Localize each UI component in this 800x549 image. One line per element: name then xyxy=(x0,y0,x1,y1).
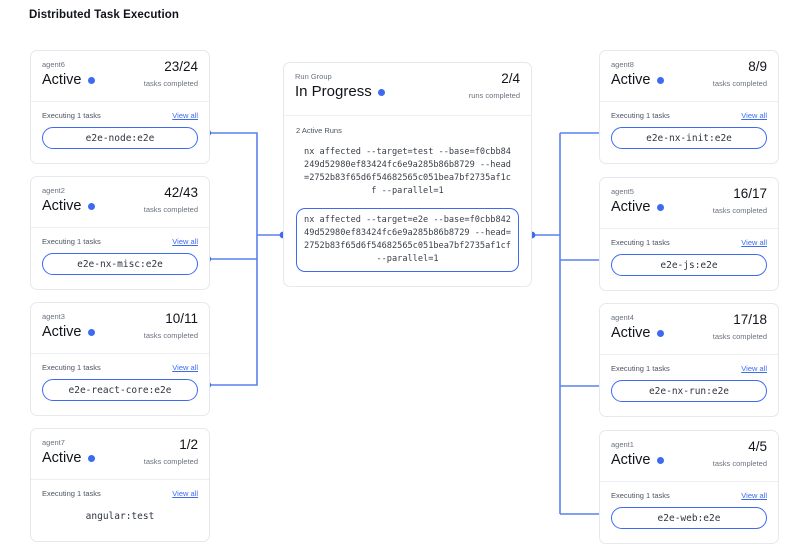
agent-card-agent6[interactable]: agent6 Active 23/24 tasks completed Exec… xyxy=(30,50,210,164)
agent-state: Active xyxy=(611,71,651,89)
executing-label: Executing 1 tasks xyxy=(611,238,670,247)
agent-card-header: agent2 Active 42/43 tasks completed xyxy=(31,177,209,228)
executing-label: Executing 1 tasks xyxy=(42,363,101,372)
agent-state: Active xyxy=(611,451,651,469)
agent-card-header: agent7 Active 1/2 tasks completed xyxy=(31,429,209,480)
agent-card-body: Executing 1 tasks View all e2e-node:e2e xyxy=(31,102,209,162)
executing-label: Executing 1 tasks xyxy=(611,364,670,373)
agent-task-count: 10/11 xyxy=(165,311,198,326)
run-command[interactable]: nx affected --target=test --base=f0cbb84… xyxy=(296,143,519,201)
agent-task-count: 42/43 xyxy=(164,185,198,200)
agent-card-agent7[interactable]: agent7 Active 1/2 tasks completed Execut… xyxy=(30,428,210,542)
agent-task-count: 4/5 xyxy=(748,439,767,454)
agent-card-body: Executing 1 tasks View all e2e-nx-run:e2… xyxy=(600,355,778,415)
agent-card-header: agent1 Active 4/5 tasks completed xyxy=(600,431,778,482)
agent-task-count: 16/17 xyxy=(733,186,767,201)
executing-label: Executing 1 tasks xyxy=(42,111,101,120)
run-group-body: 2 Active Runs nx affected --target=test … xyxy=(284,116,531,286)
view-all-link[interactable]: View all xyxy=(741,364,767,373)
view-all-link[interactable]: View all xyxy=(741,238,767,247)
agent-task-count: 23/24 xyxy=(164,59,198,74)
agent-state: Active xyxy=(611,324,651,342)
run-group-state: In Progress xyxy=(295,83,372,101)
run-group-card[interactable]: Run Group In Progress 2/4 runs completed… xyxy=(283,62,532,287)
agent-state: Active xyxy=(611,198,651,216)
agent-state: Active xyxy=(42,449,82,467)
task-chip[interactable]: e2e-react-core:e2e xyxy=(42,379,198,401)
run-group-count-label: runs completed xyxy=(469,91,520,100)
agent-card-agent1[interactable]: agent1 Active 4/5 tasks completed Execut… xyxy=(599,430,779,544)
agent-task-count-label: tasks completed xyxy=(713,206,767,215)
status-dot-icon xyxy=(657,330,664,337)
active-runs-label: 2 Active Runs xyxy=(296,126,519,135)
agent-task-count-label: tasks completed xyxy=(713,79,767,88)
status-dot-icon xyxy=(88,203,95,210)
run-command-active[interactable]: nx affected --target=e2e --base=f0cbb842… xyxy=(296,208,519,272)
agent-card-header: agent4 Active 17/18 tasks completed xyxy=(600,304,778,355)
task-chip[interactable]: e2e-js:e2e xyxy=(611,254,767,276)
view-all-link[interactable]: View all xyxy=(741,491,767,500)
run-group-kicker: Run Group xyxy=(295,72,520,82)
status-dot-icon xyxy=(657,77,664,84)
task-chip[interactable]: e2e-web:e2e xyxy=(611,507,767,529)
agent-card-agent8[interactable]: agent8 Active 8/9 tasks completed Execut… xyxy=(599,50,779,164)
agent-card-header: agent5 Active 16/17 tasks completed xyxy=(600,178,778,229)
agent-task-count-label: tasks completed xyxy=(144,331,198,340)
agent-name: agent8 xyxy=(611,60,767,70)
agent-card-body: Executing 1 tasks View all angular:test xyxy=(31,480,209,540)
agent-task-count-label: tasks completed xyxy=(713,459,767,468)
agent-card-header: agent8 Active 8/9 tasks completed xyxy=(600,51,778,102)
task-chip[interactable]: e2e-nx-init:e2e xyxy=(611,127,767,149)
agent-card-header: agent3 Active 10/11 tasks completed xyxy=(31,303,209,354)
connector-left-bus xyxy=(208,133,257,385)
agent-task-count-label: tasks completed xyxy=(144,205,198,214)
view-all-link[interactable]: View all xyxy=(172,489,198,498)
agent-name: agent7 xyxy=(42,438,198,448)
run-group-count: 2/4 xyxy=(501,71,520,86)
executing-label: Executing 1 tasks xyxy=(611,111,670,120)
agent-task-count: 8/9 xyxy=(748,59,767,74)
task-chip[interactable]: e2e-node:e2e xyxy=(42,127,198,149)
status-dot-icon xyxy=(378,89,385,96)
agent-task-count: 1/2 xyxy=(179,437,198,452)
status-dot-icon xyxy=(88,455,95,462)
task-chip[interactable]: angular:test xyxy=(42,505,198,527)
agent-task-count: 17/18 xyxy=(733,312,767,327)
view-all-link[interactable]: View all xyxy=(172,237,198,246)
agent-card-agent4[interactable]: agent4 Active 17/18 tasks completed Exec… xyxy=(599,303,779,417)
task-chip[interactable]: e2e-nx-run:e2e xyxy=(611,380,767,402)
status-dot-icon xyxy=(657,457,664,464)
run-group-header: Run Group In Progress 2/4 runs completed xyxy=(284,63,531,116)
status-dot-icon xyxy=(88,77,95,84)
executing-label: Executing 1 tasks xyxy=(611,491,670,500)
agent-card-body: Executing 1 tasks View all e2e-nx-init:e… xyxy=(600,102,778,162)
executing-label: Executing 1 tasks xyxy=(42,489,101,498)
status-dot-icon xyxy=(657,204,664,211)
view-all-link[interactable]: View all xyxy=(172,111,198,120)
executing-label: Executing 1 tasks xyxy=(42,237,101,246)
agent-task-count-label: tasks completed xyxy=(144,457,198,466)
agent-card-header: agent6 Active 23/24 tasks completed xyxy=(31,51,209,102)
agent-state: Active xyxy=(42,71,82,89)
page-title: Distributed Task Execution xyxy=(29,9,179,21)
agent-name: agent1 xyxy=(611,440,767,450)
agent-task-count-label: tasks completed xyxy=(713,332,767,341)
agent-state: Active xyxy=(42,323,82,341)
agent-task-count-label: tasks completed xyxy=(144,79,198,88)
view-all-link[interactable]: View all xyxy=(741,111,767,120)
task-chip[interactable]: e2e-nx-misc:e2e xyxy=(42,253,198,275)
agent-card-body: Executing 1 tasks View all e2e-nx-misc:e… xyxy=(31,228,209,288)
agent-state: Active xyxy=(42,197,82,215)
view-all-link[interactable]: View all xyxy=(172,363,198,372)
agent-card-body: Executing 1 tasks View all e2e-react-cor… xyxy=(31,354,209,414)
status-dot-icon xyxy=(88,329,95,336)
agent-card-agent2[interactable]: agent2 Active 42/43 tasks completed Exec… xyxy=(30,176,210,290)
agent-card-body: Executing 1 tasks View all e2e-js:e2e xyxy=(600,229,778,289)
agent-card-agent5[interactable]: agent5 Active 16/17 tasks completed Exec… xyxy=(599,177,779,291)
agent-card-agent3[interactable]: agent3 Active 10/11 tasks completed Exec… xyxy=(30,302,210,416)
agent-card-body: Executing 1 tasks View all e2e-web:e2e xyxy=(600,482,778,542)
